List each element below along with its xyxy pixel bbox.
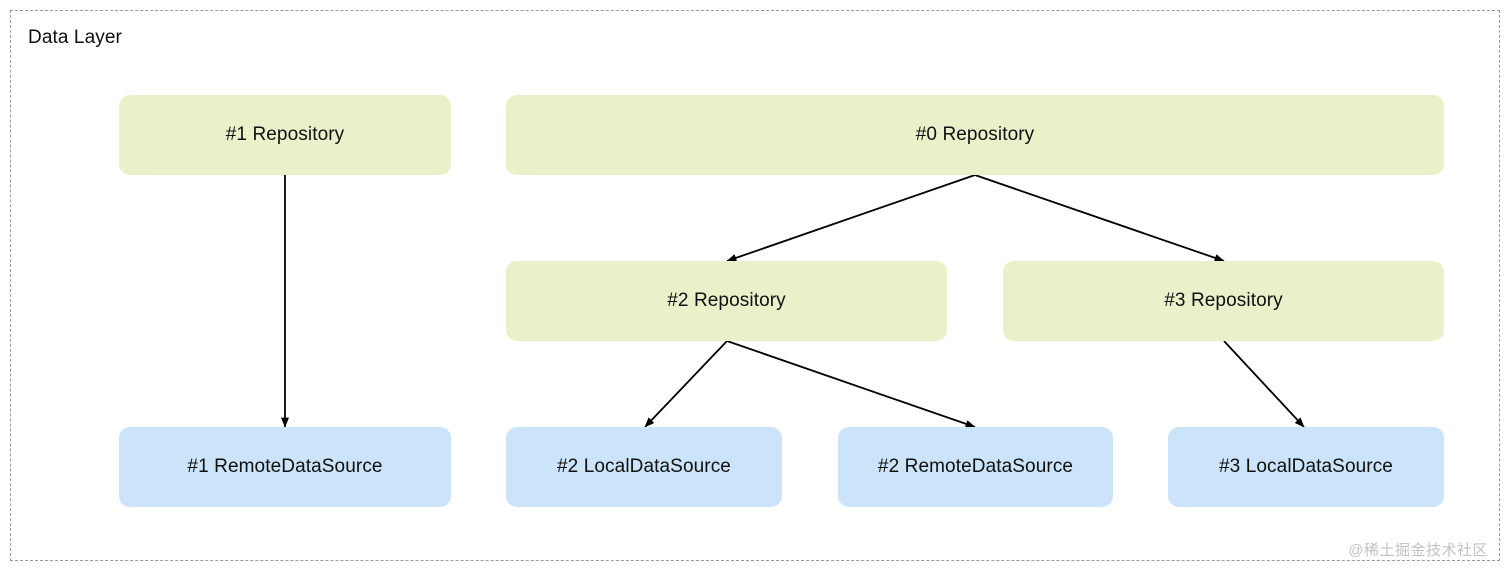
node-label: #2 RemoteDataSource bbox=[877, 456, 1074, 477]
node-ds3l[interactable]: #3 LocalDataSource bbox=[1168, 427, 1444, 507]
node-ds2r[interactable]: #2 RemoteDataSource bbox=[838, 427, 1113, 507]
node-repo2[interactable]: #2 Repository bbox=[506, 261, 947, 341]
node-ds2l[interactable]: #2 LocalDataSource bbox=[506, 427, 782, 507]
node-label: #0 Repository bbox=[915, 124, 1035, 145]
node-ds1r[interactable]: #1 RemoteDataSource bbox=[119, 427, 451, 507]
node-label: #3 Repository bbox=[1164, 290, 1283, 311]
node-label: #2 Repository bbox=[667, 290, 786, 311]
node-label: #1 Repository bbox=[225, 124, 345, 145]
data-layer-container bbox=[10, 10, 1500, 561]
node-label: #1 RemoteDataSource bbox=[187, 456, 383, 477]
node-label: #2 LocalDataSource bbox=[557, 456, 731, 477]
node-label: #3 LocalDataSource bbox=[1219, 456, 1393, 477]
node-repo3[interactable]: #3 Repository bbox=[1003, 261, 1444, 341]
node-repo0[interactable]: #0 Repository bbox=[506, 95, 1444, 175]
node-repo1[interactable]: #1 Repository bbox=[119, 95, 451, 175]
data-layer-title: Data Layer bbox=[28, 27, 122, 48]
watermark: @稀土掘金技术社区 bbox=[1348, 542, 1488, 559]
